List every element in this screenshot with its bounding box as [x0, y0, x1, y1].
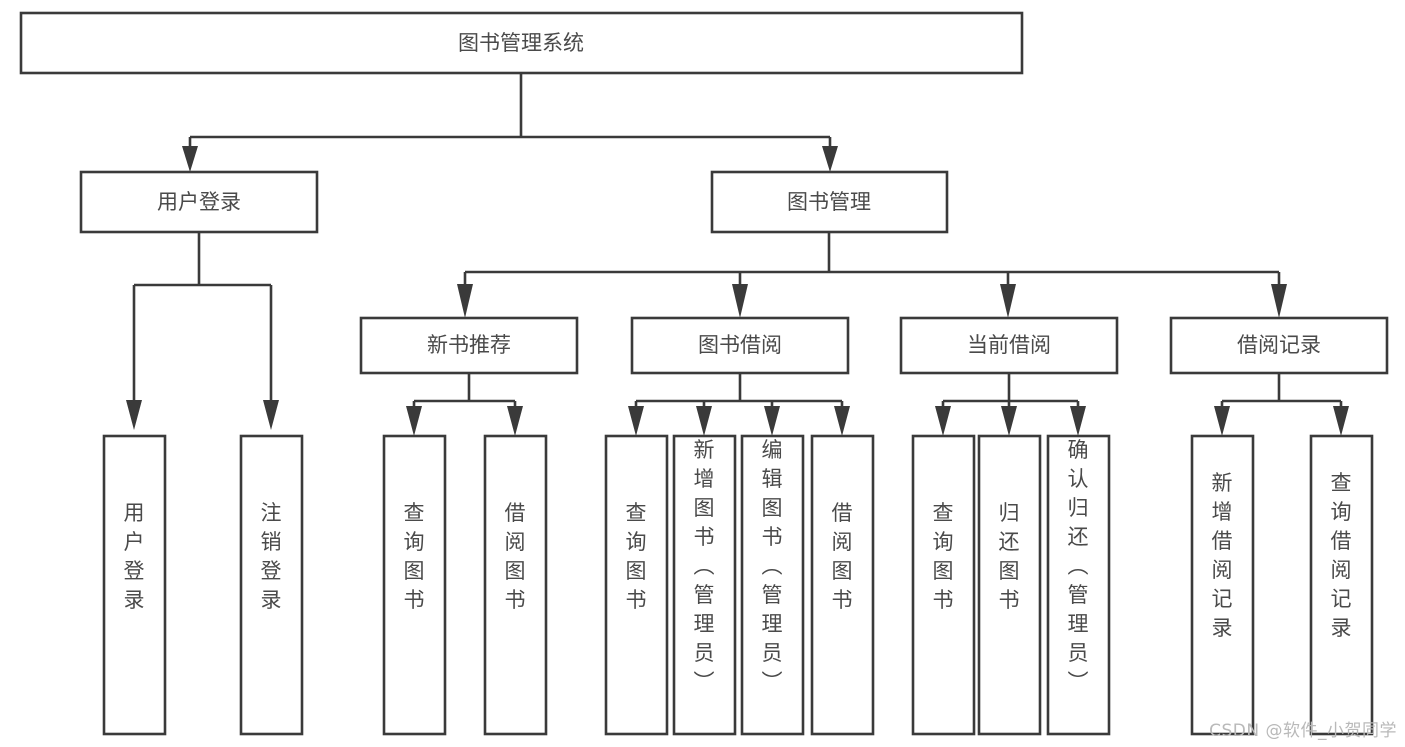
- node-new-book-recommend[interactable]: 新书推荐: [359, 316, 579, 375]
- leaf-borrow-query-book-label: 查询图书: [626, 501, 647, 612]
- leaf-current-query-book-label: 查询图书: [933, 501, 954, 612]
- node-book-borrow-label: 图书借阅: [698, 333, 782, 357]
- leaf-borrow-query-book[interactable]: 查询图书: [604, 434, 669, 736]
- arrow-currentborrow-leaf-1: [935, 406, 951, 436]
- arrow-borrowrecord-leaf-2: [1333, 406, 1349, 436]
- leaf-borrow-edit-book-box[interactable]: [740, 434, 805, 736]
- leaf-borrow-edit-book[interactable]: 编辑图书︵管理员︶: [740, 434, 805, 736]
- leaf-user-login[interactable]: 用户登录: [102, 434, 167, 736]
- leaf-newbook-borrow-book-box[interactable]: [483, 434, 548, 736]
- node-book-borrow[interactable]: 图书借阅: [630, 316, 850, 375]
- leaf-borrow-add-book-box[interactable]: [672, 434, 737, 736]
- leaf-logout-label: 注销登录: [261, 501, 282, 612]
- leaf-user-login-label: 用户登录: [124, 501, 145, 612]
- node-user-login-box[interactable]: [79, 170, 319, 234]
- leaf-current-confirm-return-box[interactable]: [1046, 434, 1111, 736]
- leaf-record-query-record[interactable]: 查询借阅记录: [1309, 434, 1374, 736]
- arrow-borrowrecord-leaf-1: [1214, 406, 1230, 436]
- leaf-borrow-add-book[interactable]: 新增图书︵管理员︶: [672, 434, 737, 736]
- arrow-bookborrow-leaf-2: [696, 406, 712, 436]
- node-new-book-recommend-box[interactable]: [359, 316, 579, 375]
- node-borrow-record-label: 借阅记录: [1237, 333, 1321, 357]
- node-book-manage-label: 图书管理: [787, 190, 871, 214]
- arrow-to-new-book: [457, 284, 473, 318]
- leaf-current-confirm-return-label: 确认归还︵管理员︶: [1068, 438, 1089, 694]
- leaf-record-query-record-label: 查询借阅记录: [1331, 471, 1352, 640]
- leaf-logout[interactable]: 注销登录: [239, 434, 304, 736]
- leaf-current-return-book-label: 归还图书: [999, 501, 1020, 612]
- leaf-borrow-borrow-book-label: 借阅图书: [832, 501, 853, 612]
- leaf-user-login-box[interactable]: [102, 434, 167, 736]
- node-root[interactable]: 图书管理系统: [19, 11, 1024, 75]
- connector-layer: [126, 73, 1349, 436]
- leaf-borrow-query-book-box[interactable]: [604, 434, 669, 736]
- node-current-borrow-label: 当前借阅: [967, 333, 1051, 357]
- leaf-borrow-borrow-book[interactable]: 借阅图书: [810, 434, 875, 736]
- node-new-book-recommend-label: 新书推荐: [427, 333, 511, 357]
- arrow-to-borrow-record: [1271, 284, 1287, 318]
- arrow-currentborrow-leaf-3: [1070, 406, 1086, 436]
- leaf-current-return-book[interactable]: 归还图书: [977, 434, 1042, 736]
- node-borrow-record[interactable]: 借阅记录: [1169, 316, 1389, 375]
- leaf-record-add-record-box[interactable]: [1190, 434, 1255, 736]
- arrow-newbook-leaf-2: [507, 406, 523, 436]
- arrow-to-leaf-logout: [263, 400, 279, 430]
- csdn-watermark: CSDN @软件_小贺同学: [1209, 721, 1397, 741]
- arrow-to-book-manage: [822, 146, 838, 172]
- node-user-login[interactable]: 用户登录: [79, 170, 319, 234]
- leaf-current-query-book[interactable]: 查询图书: [911, 434, 976, 736]
- node-user-login-label: 用户登录: [157, 190, 241, 214]
- leaf-logout-box[interactable]: [239, 434, 304, 736]
- leaf-current-return-book-box[interactable]: [977, 434, 1042, 736]
- leaf-record-add-record-label: 新增借阅记录: [1212, 471, 1233, 640]
- node-root-box[interactable]: [19, 11, 1024, 75]
- node-current-borrow-box[interactable]: [899, 316, 1119, 375]
- leaf-newbook-borrow-book[interactable]: 借阅图书: [483, 434, 548, 736]
- arrow-currentborrow-leaf-2: [1001, 406, 1017, 436]
- leaf-newbook-borrow-book-label: 借阅图书: [505, 501, 526, 612]
- leaf-newbook-query-book[interactable]: 查询图书: [382, 434, 447, 736]
- node-root-label: 图书管理系统: [458, 31, 584, 55]
- leaf-borrow-borrow-book-box[interactable]: [810, 434, 875, 736]
- arrow-bookborrow-leaf-1: [628, 406, 644, 436]
- leaf-record-add-record[interactable]: 新增借阅记录: [1190, 434, 1255, 736]
- arrow-newbook-leaf-1: [406, 406, 422, 436]
- arrow-to-leaf-user-login: [126, 400, 142, 430]
- leaf-current-query-book-box[interactable]: [911, 434, 976, 736]
- node-current-borrow[interactable]: 当前借阅: [899, 316, 1119, 375]
- node-book-manage[interactable]: 图书管理: [710, 170, 949, 234]
- arrow-to-book-borrow: [732, 284, 748, 318]
- arrow-to-user-login: [182, 146, 198, 172]
- leaf-newbook-query-book-box[interactable]: [382, 434, 447, 736]
- arrow-bookborrow-leaf-3: [764, 406, 780, 436]
- leaf-newbook-query-book-label: 查询图书: [404, 501, 425, 612]
- node-book-borrow-box[interactable]: [630, 316, 850, 375]
- node-book-manage-box[interactable]: [710, 170, 949, 234]
- arrow-bookborrow-leaf-4: [834, 406, 850, 436]
- leaf-borrow-edit-book-label: 编辑图书︵管理员︶: [762, 438, 783, 694]
- leaf-current-confirm-return[interactable]: 确认归还︵管理员︶: [1046, 434, 1111, 736]
- leaf-borrow-add-book-label: 新增图书︵管理员︶: [694, 438, 715, 694]
- node-borrow-record-box[interactable]: [1169, 316, 1389, 375]
- arrow-to-current-borrow: [1000, 284, 1016, 318]
- leaf-record-query-record-box[interactable]: [1309, 434, 1374, 736]
